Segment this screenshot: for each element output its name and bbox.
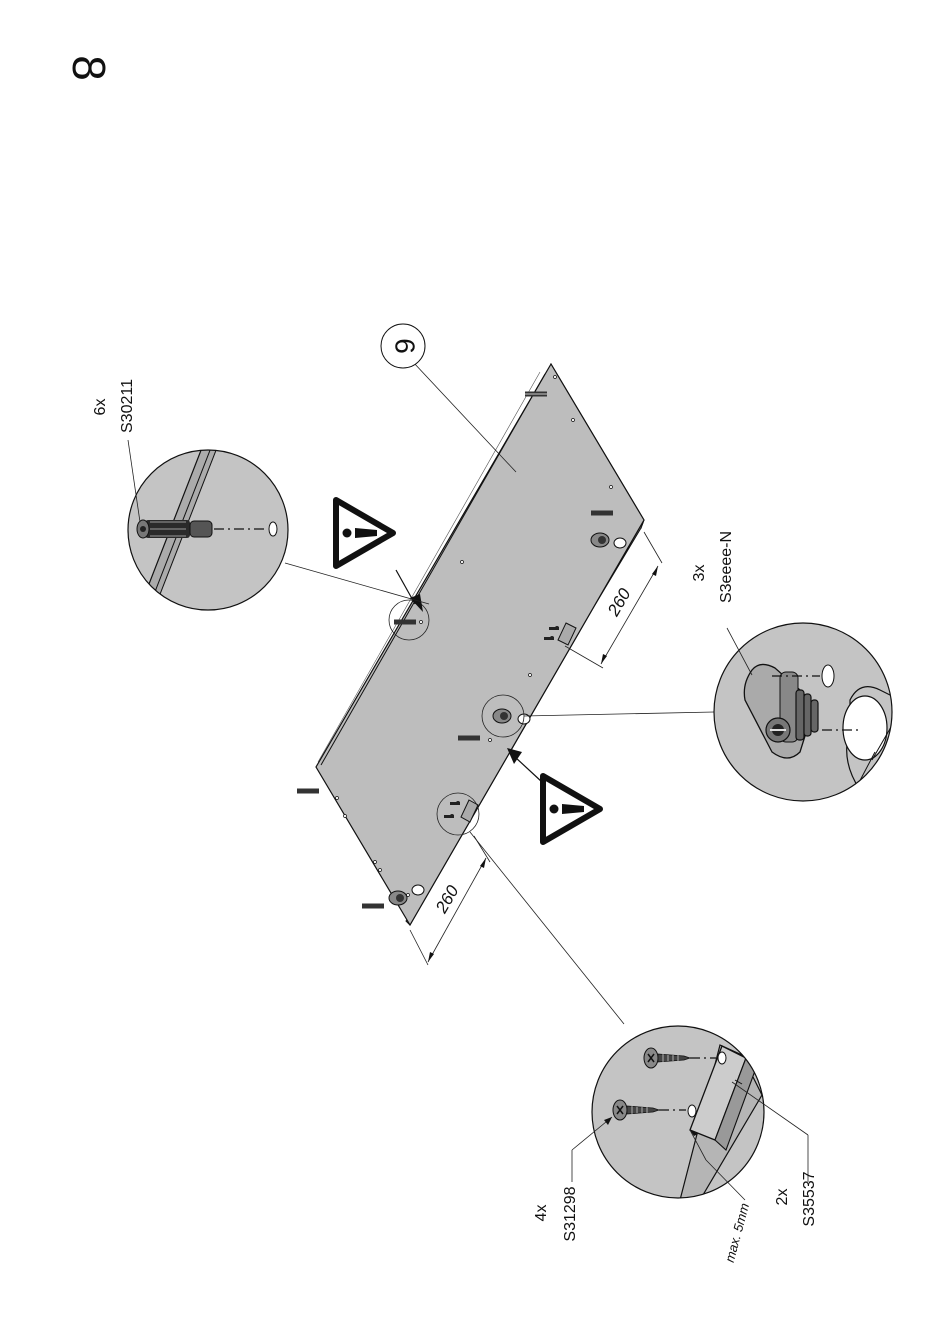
bracket-code: S35537 [801,1171,818,1226]
bracket-detail [572,1026,808,1200]
bracket-qty: 2x [774,1189,791,1206]
max-gap-label: max. 5mm [722,1201,752,1264]
step-number: 8 [63,55,115,81]
screw-code: S31298 [562,1186,579,1241]
cam-detail [714,623,900,801]
warning-icon [543,776,600,842]
screw-qty: 4x [533,1205,550,1222]
dowel-qty: 6x [92,399,109,416]
dimension-right-label: 260 [603,585,634,620]
panel [316,364,644,925]
cam-qty: 3x [691,565,708,582]
cam-code: S3eeee-N [718,531,735,603]
part-number: 6 [390,338,421,354]
warning-icon [336,500,393,566]
dimension-left-label: 260 [431,882,462,917]
dowel-detail [128,440,288,620]
dowel-icon [137,520,212,538]
dowel-code: S30211 [119,379,136,433]
